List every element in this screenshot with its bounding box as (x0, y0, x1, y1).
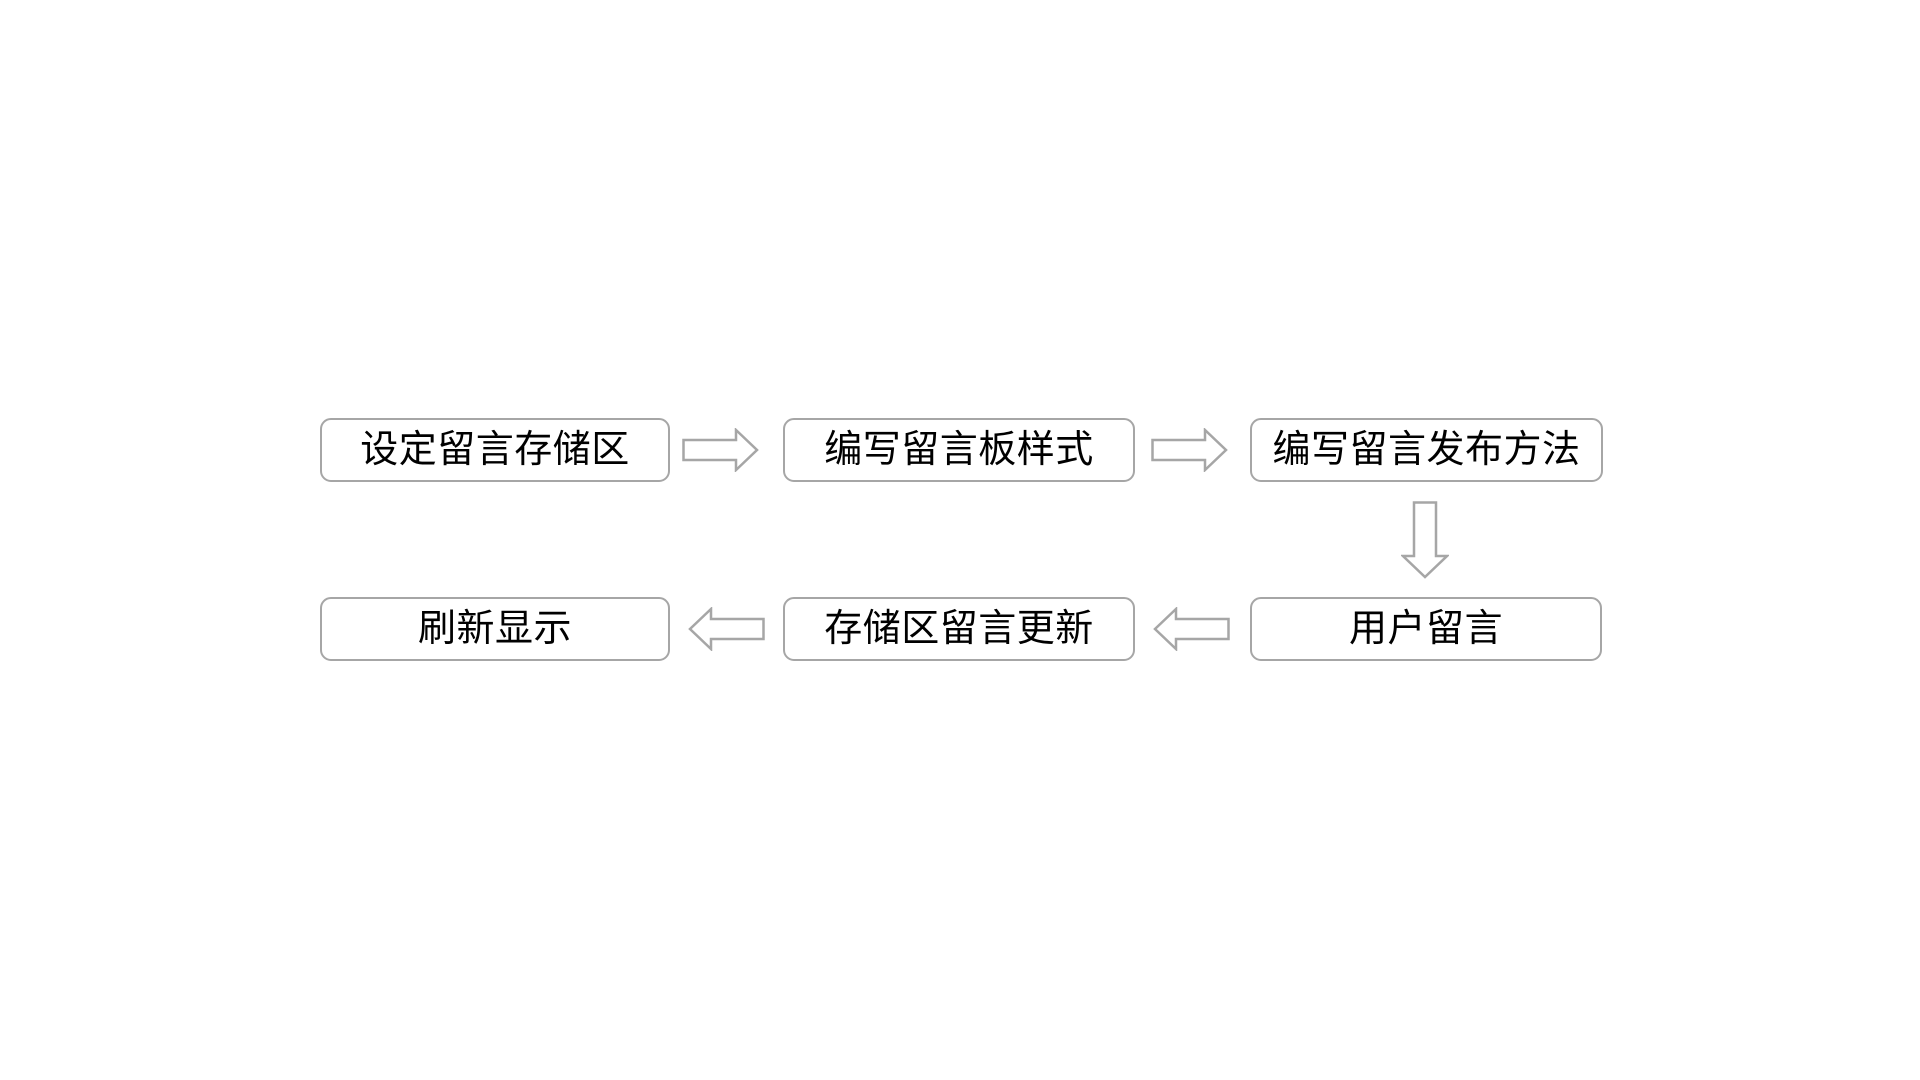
right-arrow-icon (1151, 428, 1228, 472)
down-arrow-icon (1401, 501, 1449, 579)
left-arrow-icon (1153, 607, 1230, 651)
flow-step-label: 存储区留言更新 (824, 608, 1094, 650)
left-arrow-icon (688, 607, 765, 651)
flow-step-publish-method: 编写留言发布方法 (1250, 418, 1603, 482)
flow-step-label: 编写留言板样式 (824, 429, 1094, 471)
flow-step-user-message: 用户留言 (1250, 597, 1602, 661)
flow-step-label: 设定留言存储区 (360, 429, 630, 471)
flow-step-message-board-style: 编写留言板样式 (783, 418, 1135, 482)
flow-step-storage-update: 存储区留言更新 (783, 597, 1135, 661)
right-arrow-icon (682, 428, 759, 472)
flow-step-refresh-display: 刷新显示 (320, 597, 670, 661)
flow-step-label: 刷新显示 (417, 608, 572, 650)
flow-step-label: 用户留言 (1348, 608, 1503, 650)
flow-step-label: 编写留言发布方法 (1272, 429, 1581, 471)
flow-step-set-storage-area: 设定留言存储区 (320, 418, 670, 482)
